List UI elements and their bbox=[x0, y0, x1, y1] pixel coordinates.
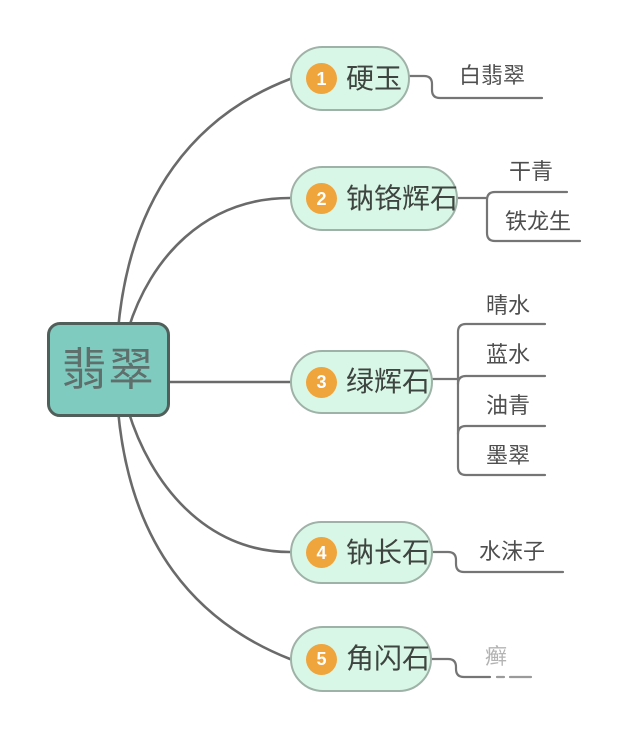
main-topic-2[interactable]: 2 钠铬辉石 bbox=[290, 166, 458, 231]
topic-2-number-badge: 2 bbox=[306, 183, 337, 214]
root-topic-label: 翡翠 bbox=[61, 344, 156, 395]
edge-root-to-topic-1 bbox=[116, 77, 292, 332]
subtopic-3-1[interactable]: 晴水 bbox=[485, 293, 530, 318]
edge-topic-1-child bbox=[408, 74, 544, 100]
subtopic-2-2[interactable]: 铁龙生 bbox=[504, 209, 571, 234]
subtopic-3-2[interactable]: 蓝水 bbox=[485, 342, 530, 367]
topic-1-label: 硬玉 bbox=[346, 62, 403, 94]
topic-5-label: 角闪石 bbox=[346, 643, 431, 674]
subtopic-2-1[interactable]: 干青 bbox=[508, 159, 553, 184]
subtopic-3-4[interactable]: 墨翠 bbox=[485, 443, 530, 468]
topic-5-number-badge: 5 bbox=[306, 643, 337, 675]
subtopic-4-1[interactable]: 水沫子 bbox=[478, 539, 545, 564]
main-topic-1[interactable]: 1 硬玉 bbox=[290, 46, 410, 111]
topic-3-number-badge: 3 bbox=[306, 366, 337, 398]
root-topic[interactable]: 翡翠 bbox=[47, 322, 170, 417]
main-topic-4[interactable]: 4 钠长石 bbox=[290, 521, 433, 584]
subtopic-1-1[interactable]: 白翡翠 bbox=[458, 63, 525, 88]
subtopic-3-3[interactable]: 油青 bbox=[485, 393, 530, 418]
edge-root-to-topic-2 bbox=[126, 196, 292, 332]
bracket-topic-3 bbox=[456, 322, 547, 477]
topic-4-label: 钠长石 bbox=[346, 536, 431, 568]
main-topic-3[interactable]: 3 绿辉石 bbox=[290, 350, 433, 414]
subtopic-5-1[interactable]: 癣 bbox=[484, 644, 507, 669]
bracket-topic-2 bbox=[485, 190, 582, 243]
topic-1-number-badge: 1 bbox=[306, 63, 337, 94]
main-topic-5[interactable]: 5 角闪石 bbox=[290, 626, 432, 692]
topic-4-number-badge: 4 bbox=[306, 537, 337, 568]
topic-2-label: 钠铬辉石 bbox=[346, 182, 459, 214]
edge-root-to-topic-4 bbox=[126, 408, 292, 554]
edge-topic-5-child bbox=[430, 657, 492, 679]
edge-topic-4-child bbox=[431, 550, 565, 574]
underline-topic-3-child-3 bbox=[456, 424, 547, 436]
edge-root-to-topic-5 bbox=[116, 408, 292, 661]
underline-topic-3-child-2 bbox=[456, 374, 547, 386]
topic-3-label: 绿辉石 bbox=[346, 366, 431, 397]
